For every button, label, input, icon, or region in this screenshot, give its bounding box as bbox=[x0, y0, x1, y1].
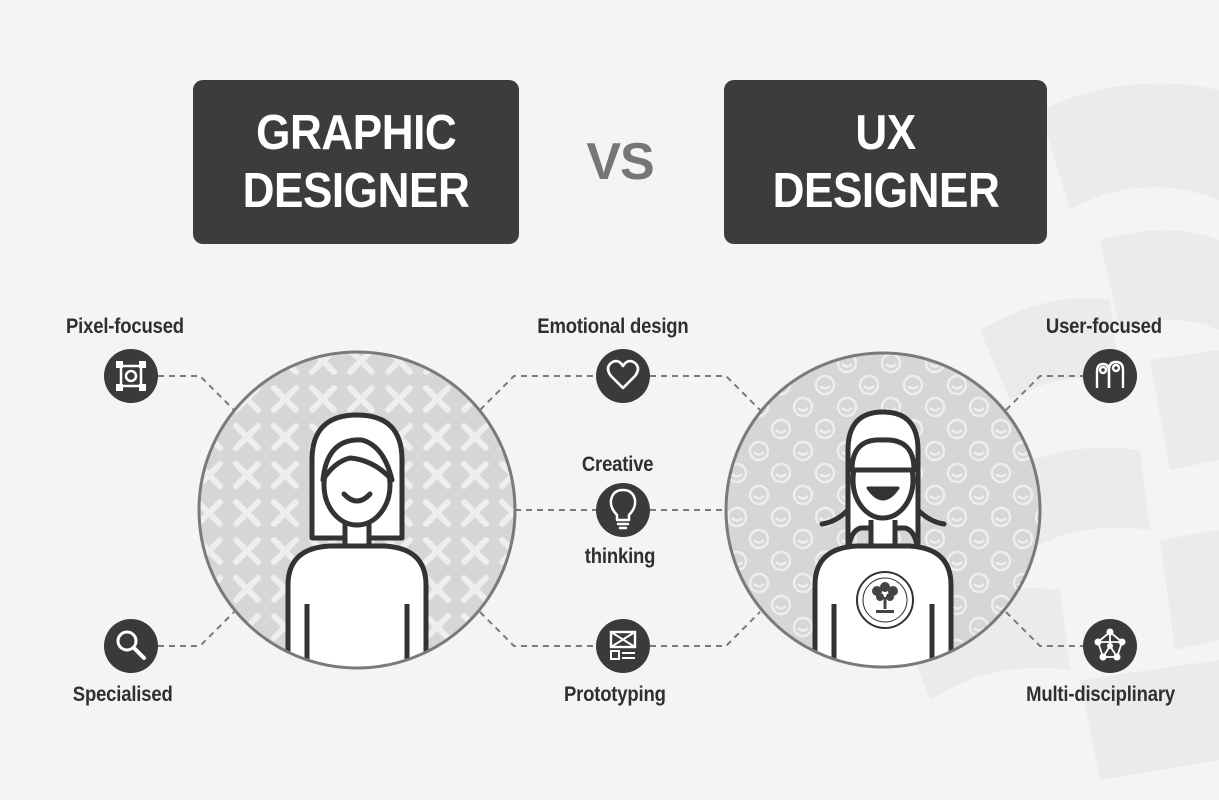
pixel-frame-icon bbox=[104, 349, 158, 403]
ux-designer-title: UX DESIGNER bbox=[724, 80, 1047, 244]
connector-emotional-right bbox=[650, 375, 761, 411]
right-title-line2: DESIGNER bbox=[772, 164, 999, 218]
heart-icon bbox=[596, 349, 650, 403]
label-prototyping: Prototyping bbox=[563, 683, 666, 706]
graphic-designer-avatar bbox=[197, 350, 517, 670]
label-specialised: Specialised bbox=[72, 683, 173, 706]
left-title-line2: DESIGNER bbox=[242, 164, 470, 218]
label-pixel-focused: Pixel-focused bbox=[66, 315, 184, 338]
connector-user-focused bbox=[1005, 375, 1084, 411]
users-icon bbox=[1083, 349, 1137, 403]
vs-label: VS bbox=[586, 133, 654, 191]
left-title-line1: GRAPHIC bbox=[255, 106, 457, 160]
network-icon bbox=[1083, 619, 1137, 673]
connector-multi-disciplinary bbox=[1005, 611, 1084, 647]
label-emotional-design: Emotional design bbox=[537, 315, 689, 338]
graphic-designer-title: GRAPHIC DESIGNER bbox=[193, 80, 519, 244]
wireframe-icon bbox=[596, 619, 650, 673]
label-thinking: thinking bbox=[584, 545, 656, 568]
lightbulb-icon bbox=[596, 483, 650, 537]
connector-prototyping-left bbox=[479, 611, 596, 647]
connector-prototyping-right bbox=[650, 611, 761, 647]
label-user-focused: User-focused bbox=[1045, 315, 1162, 338]
connector-specialised bbox=[158, 611, 235, 647]
ux-designer-avatar bbox=[724, 351, 1042, 669]
magnifier-icon bbox=[104, 619, 158, 673]
tree-emblem-icon bbox=[856, 571, 914, 629]
right-title-line1: UX bbox=[855, 106, 916, 160]
connector-pixel-focused bbox=[158, 375, 235, 411]
label-multi-disciplinary: Multi-disciplinary bbox=[1026, 683, 1175, 706]
connector-emotional-left bbox=[479, 375, 596, 411]
label-creative: Creative bbox=[581, 453, 654, 476]
